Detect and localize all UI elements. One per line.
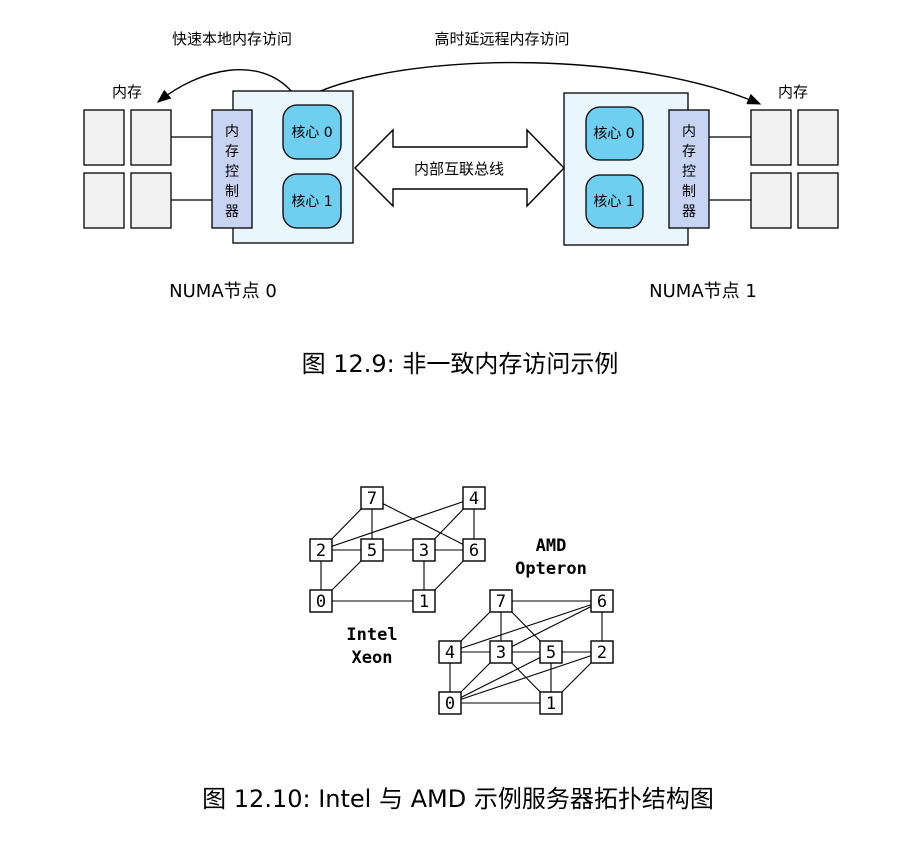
- memory-module: [797, 172, 839, 229]
- interconnect-label: 内部互联总线: [414, 160, 504, 178]
- amd-edges: [449, 600, 603, 704]
- intel-node-3: [412, 538, 436, 562]
- amd-node-0: [438, 691, 462, 715]
- numa-node-0-label: NUMA节点 0: [169, 281, 277, 302]
- amd-node-1-label: 1: [546, 694, 556, 714]
- intel-node-4-label: 4: [469, 489, 479, 509]
- amd-node-4-label: 4: [445, 643, 455, 663]
- amd-node-3-label: 3: [496, 643, 506, 663]
- memory-modules-right: [750, 109, 839, 229]
- intel-node-6-label: 6: [469, 541, 479, 561]
- core-1-right: [585, 174, 644, 229]
- core-1-left-label: 核心 1: [291, 194, 332, 210]
- amd-edge: [449, 600, 603, 653]
- amd-node-2-label: 2: [597, 643, 607, 663]
- intel-node-7-label: 7: [367, 489, 377, 509]
- intel-node-5: [360, 538, 384, 562]
- amd-node-5: [539, 640, 563, 664]
- intel-node-0-label: 0: [316, 592, 326, 612]
- topology-diagram: 7 4 2 5 3 6 0 1 Intel Xeon AMD Opteron: [202, 486, 714, 813]
- interconnect-double-arrow: [354, 128, 565, 208]
- core-0-right: [585, 106, 644, 161]
- amd-node-7: [489, 589, 513, 613]
- numa-diagram: 快速本地内存访问 高时延远程内存访问 内存 内存 内: [83, 30, 839, 378]
- svg-text:内: 内: [682, 124, 696, 140]
- figure-12-9-caption: 图 12.9: 非一致内存访问示例: [302, 350, 619, 378]
- memory-label-right: 内存: [778, 83, 808, 101]
- memory-controller-right-text: 内 存 控 制 器: [682, 124, 696, 220]
- amd-opteron-label-line-2: Opteron: [515, 559, 587, 579]
- svg-text:控: 控: [682, 164, 696, 180]
- core-1-left: [282, 173, 342, 229]
- intel-node-6: [462, 538, 486, 562]
- svg-text:内: 内: [225, 124, 239, 140]
- fast-local-access-label: 快速本地内存访问: [172, 30, 292, 48]
- intel-node-2: [309, 538, 333, 562]
- amd-node-6-label: 6: [597, 592, 607, 612]
- svg-text:器: 器: [225, 204, 239, 220]
- memory-controller-left-text: 内 存 控 制 器: [225, 124, 239, 220]
- intel-node-2-label: 2: [316, 541, 326, 561]
- svg-text:器: 器: [682, 204, 696, 220]
- core-0-right-label: 核心 0: [593, 126, 634, 142]
- numa-node-1-label: NUMA节点 1: [649, 281, 757, 302]
- intel-node-3-label: 3: [419, 541, 429, 561]
- svg-text:制: 制: [225, 184, 239, 200]
- intel-node-0: [309, 589, 333, 613]
- amd-node-7-label: 7: [496, 592, 506, 612]
- slow-remote-access-label: 高时延远程内存访问: [434, 30, 569, 48]
- svg-text:控: 控: [225, 164, 239, 180]
- memory-controller-right: [668, 109, 710, 229]
- local-access-arrow: [156, 69, 293, 103]
- memory-module: [130, 172, 172, 229]
- intel-node-1: [412, 589, 436, 613]
- svg-text:存: 存: [682, 144, 696, 160]
- svg-text:存: 存: [225, 144, 239, 160]
- amd-node-5-label: 5: [546, 643, 556, 663]
- memory-module: [83, 172, 125, 229]
- amd-node-0-label: 0: [445, 694, 455, 714]
- memory-module: [797, 109, 839, 166]
- intel-node-7: [360, 486, 384, 510]
- core-0-left: [282, 104, 342, 160]
- intel-edge: [320, 497, 475, 551]
- amd-node-3: [489, 640, 513, 664]
- amd-edge: [500, 600, 603, 653]
- amd-opteron-label-line-1: AMD: [536, 536, 567, 556]
- intel-edge: [371, 497, 475, 551]
- intel-nodes: 7 4 2 5 3 6 0 1: [309, 486, 486, 613]
- memory-module: [83, 109, 125, 166]
- amd-node-4: [438, 640, 462, 664]
- memory-modules-left: [83, 109, 172, 229]
- amd-node-6: [590, 589, 614, 613]
- intel-edges: [320, 497, 475, 602]
- svg-text:制: 制: [682, 184, 696, 200]
- memory-controller-left: [211, 109, 253, 229]
- intel-xeon-label-line-1: Intel: [346, 625, 397, 645]
- intel-node-4: [462, 486, 486, 510]
- core-0-left-label: 核心 0: [291, 125, 332, 141]
- memory-module: [750, 172, 792, 229]
- amd-nodes: 7 6 4 3 5 2 0 1: [438, 589, 614, 715]
- memory-module: [130, 109, 172, 166]
- memory-module: [750, 109, 792, 166]
- amd-node-1: [539, 691, 563, 715]
- remote-access-arrow: [317, 61, 762, 105]
- amd-node-2: [590, 640, 614, 664]
- figure-12-10-caption: 图 12.10: Intel 与 AMD 示例服务器拓扑结构图: [202, 785, 714, 813]
- intel-xeon-label-line-2: Xeon: [352, 648, 393, 668]
- amd-edge: [449, 651, 552, 704]
- memory-label-left: 内存: [112, 83, 142, 101]
- intel-node-5-label: 5: [367, 541, 377, 561]
- core-1-right-label: 核心 1: [593, 194, 634, 210]
- intel-node-1-label: 1: [419, 592, 429, 612]
